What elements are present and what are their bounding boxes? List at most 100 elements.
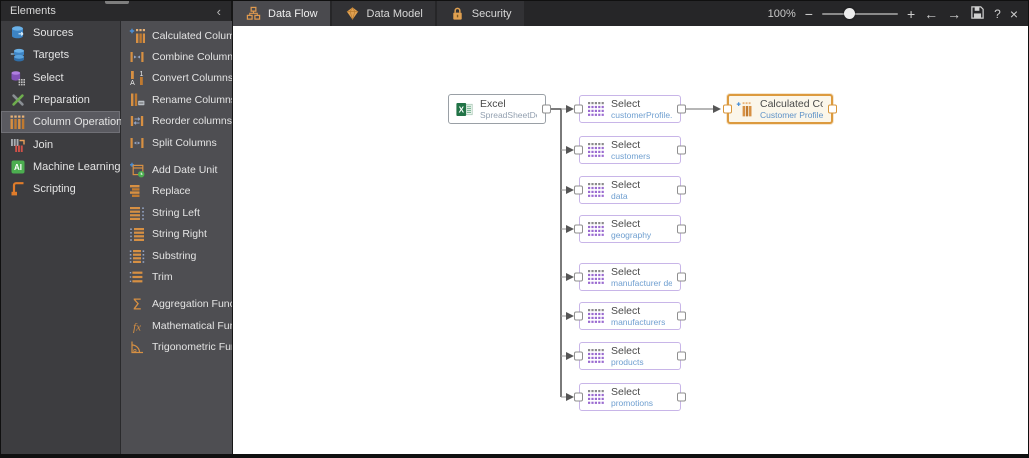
port-right[interactable] [677,351,686,361]
sidebar-item-select[interactable]: Select [1,67,120,89]
port-left[interactable] [574,392,583,402]
port-left[interactable] [574,272,583,282]
port-right[interactable] [677,104,686,114]
element-category-list: Sources Targets Select Preparati [1,21,128,454]
node-subtitle: customers [611,151,651,162]
node-title: Calculated Column.. [760,97,823,110]
operation-item-string-left[interactable]: String Left [121,202,232,223]
port-left[interactable] [723,104,732,114]
collapse-panel-button[interactable]: ‹ [216,3,221,19]
replace-icon [128,183,145,200]
operation-item-replace[interactable]: Replace [121,181,232,202]
operation-item-reorder-columns[interactable]: Reorder columns [121,111,232,132]
zoom-slider[interactable] [821,7,898,21]
port-left[interactable] [574,351,583,361]
port-right[interactable] [677,272,686,282]
canvas-toolbar: 100% − + ← → ? × [768,1,1028,26]
svg-text:AI: AI [14,163,22,172]
string-left-icon [128,204,145,221]
port-left[interactable] [574,224,583,234]
port-right[interactable] [677,224,686,234]
sources-icon [9,25,26,42]
zoom-level-label: 100% [767,7,796,20]
port-left[interactable] [574,145,583,155]
rename-columns-icon [128,91,145,108]
operation-item-aggregation-function[interactable]: Σ Aggregation Function [121,294,232,315]
redo-button[interactable]: → [947,5,962,22]
port-right[interactable] [542,104,551,114]
operation-item-combine-columns[interactable]: Combine Columns [121,46,232,67]
help-button[interactable]: ? [994,6,1001,21]
sidebar-item-targets[interactable]: Targets [1,44,120,66]
tab-data-flow[interactable]: Data Flow [233,1,330,26]
node-subtitle: SpreadSheetDemo I... [480,110,537,121]
tab-data-model[interactable]: Data Model [331,1,435,26]
node-excel[interactable]: XExcelSpreadSheetDemo I... [448,94,551,124]
port-right[interactable] [828,104,837,114]
port-left[interactable] [574,311,583,321]
security-icon [449,5,466,22]
port-right[interactable] [677,311,686,321]
sidebar-item-join[interactable]: Join [1,133,120,155]
dataflow-canvas[interactable]: XExcelSpreadSheetDemo I...Selectcustomer… [233,26,1028,454]
select-grid-icon [587,182,604,199]
port-right[interactable] [677,185,686,195]
node-title: Select [611,385,641,398]
close-button[interactable]: × [1009,5,1018,22]
sidebar-item-scripting[interactable]: Scripting [1,178,120,200]
save-icon[interactable] [970,5,985,22]
operation-item-trim[interactable]: Trim [121,266,232,287]
port-left[interactable] [574,104,583,114]
svg-text:fx: fx [133,321,141,333]
port-left[interactable] [574,185,583,195]
operation-item-string-right[interactable]: String Right [121,224,232,245]
targets-icon [9,47,26,64]
operation-item-substring[interactable]: Substring [121,245,232,266]
reorder-columns-icon [128,113,145,130]
undo-button[interactable]: ← [924,5,939,22]
string-right-icon [128,226,145,243]
operation-item-mathematical-function[interactable]: fx Mathematical Function [121,315,232,336]
tab-security[interactable]: Security [436,1,524,26]
zoom-slider-thumb[interactable] [843,7,855,19]
operation-item-add-date-unit[interactable]: Add Date Unit [121,159,232,180]
node-title: Select [611,344,641,357]
svg-text:X: X [459,105,465,114]
zoom-out-button[interactable]: − [804,5,813,22]
sidebar-item-machine-learning[interactable]: AI Machine Learning [1,156,120,178]
zoom-in-button[interactable]: + [906,5,916,22]
node-subtitle: data [611,191,628,202]
node-title: Select [611,97,641,110]
node-subtitle: manufacturers [611,317,666,328]
node-calculated-column[interactable]: Calculated Column..Customer Profile [723,94,837,124]
sidebar-item-preparation[interactable]: Preparation [1,89,120,111]
operation-item-calculated-column[interactable]: Calculated Column [121,25,232,46]
zoom-slider-track[interactable] [821,12,898,15]
node-title: Select [611,304,641,317]
select-grid-icon [587,269,604,286]
port-right[interactable] [677,392,686,402]
svg-text:1: 1 [139,71,143,78]
select-grid-icon [587,221,604,238]
node-subtitle: promotions [611,398,654,409]
port-right[interactable] [677,145,686,155]
sidebar-item-sources[interactable]: Sources [1,22,120,44]
operation-item-split-columns[interactable]: Split Columns [121,132,232,153]
window-drag-handle [105,1,129,4]
split-columns-icon [128,134,145,151]
operation-item-trigonometric-functi[interactable]: Trigonometric Functi... [121,336,232,357]
sidebar-item-column-operations[interactable]: Column Operations [1,111,128,134]
join-icon [9,136,26,153]
combine-columns-icon [128,49,145,66]
operation-item-rename-columns[interactable]: Rename Columns [121,89,232,110]
